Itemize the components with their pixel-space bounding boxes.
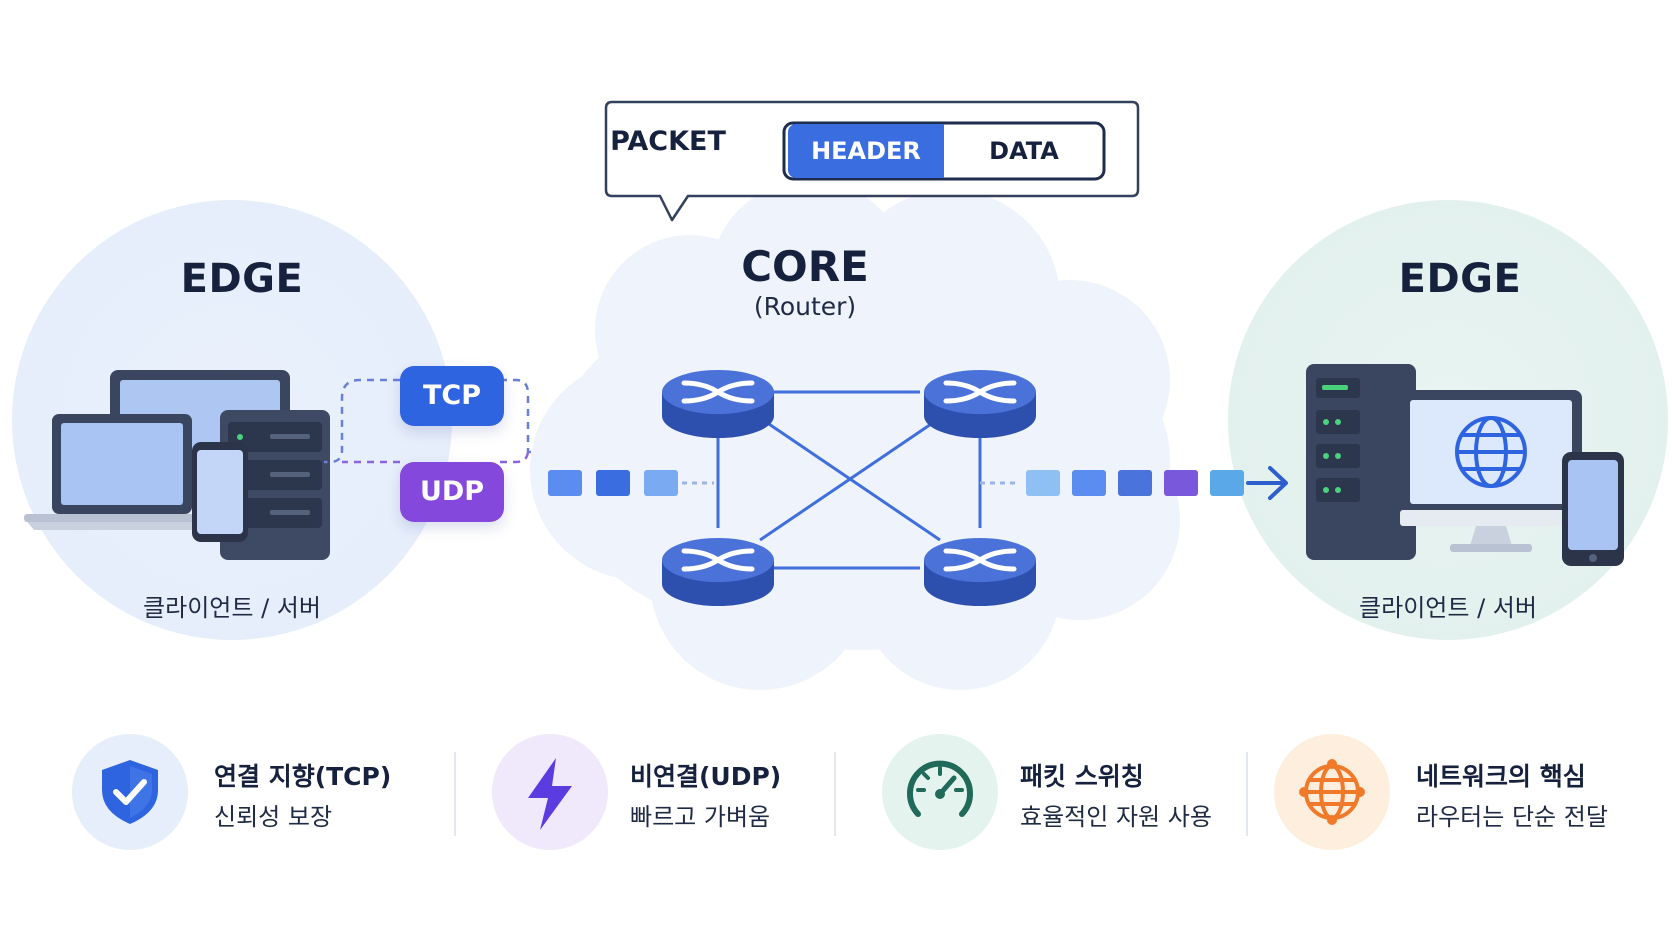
speedometer-icon: [907, 760, 973, 817]
left-edge-title: EDGE: [180, 256, 304, 302]
udp-badge: UDP: [400, 462, 504, 522]
globe-network-icon: [1299, 759, 1365, 825]
globe-icon: [1455, 416, 1527, 488]
feature-title: 네트워크의 핵심: [1416, 762, 1586, 791]
feature-title: 연결 지향(TCP): [214, 762, 392, 791]
smartphone-icon: [192, 442, 248, 542]
feature-description: 빠르고 가벼움: [630, 803, 771, 831]
router-icon: [924, 370, 1036, 438]
left-edge-caption: 클라이언트 / 서버: [143, 594, 321, 622]
tcp-badge: TCP: [400, 366, 504, 426]
right-edge-title: EDGE: [1398, 256, 1522, 302]
router-links: [716, 390, 982, 570]
right-devices: [1306, 364, 1624, 566]
outgoing-packets: [980, 466, 1288, 500]
divider: [1246, 752, 1248, 836]
shield-check-icon: [102, 760, 158, 824]
incoming-packets: [548, 470, 714, 496]
packet-label: PACKET: [610, 126, 726, 157]
protocol-connectors: [324, 378, 534, 464]
feature-description: 효율적인 자원 사용: [1020, 803, 1212, 831]
router-icon: [924, 538, 1036, 606]
feature-title: 패킷 스위칭: [1020, 762, 1144, 791]
packet-data-segment: DATA: [989, 137, 1059, 165]
feature-title: 비연결(UDP): [630, 762, 782, 791]
feature-description: 신뢰성 보장: [214, 803, 333, 831]
laptop-icon: [24, 414, 220, 530]
core-title: CORE: [741, 242, 869, 291]
router-icon: [662, 370, 774, 438]
router-icon: [662, 538, 774, 606]
arrow-right-icon: [1246, 466, 1288, 500]
left-devices: [24, 370, 330, 560]
packet-header-segment: HEADER: [788, 124, 944, 178]
divider: [454, 752, 456, 836]
server-tower-icon: [1306, 364, 1416, 560]
core-subtitle: (Router): [753, 292, 857, 321]
feature-description: 라우터는 단순 전달: [1416, 803, 1608, 831]
divider: [834, 752, 836, 836]
desktop-monitor-icon: [1400, 390, 1582, 552]
right-edge-caption: 클라이언트 / 서버: [1359, 594, 1537, 622]
smartphone-icon: [1562, 452, 1624, 566]
lightning-bolt-icon: [528, 758, 572, 830]
